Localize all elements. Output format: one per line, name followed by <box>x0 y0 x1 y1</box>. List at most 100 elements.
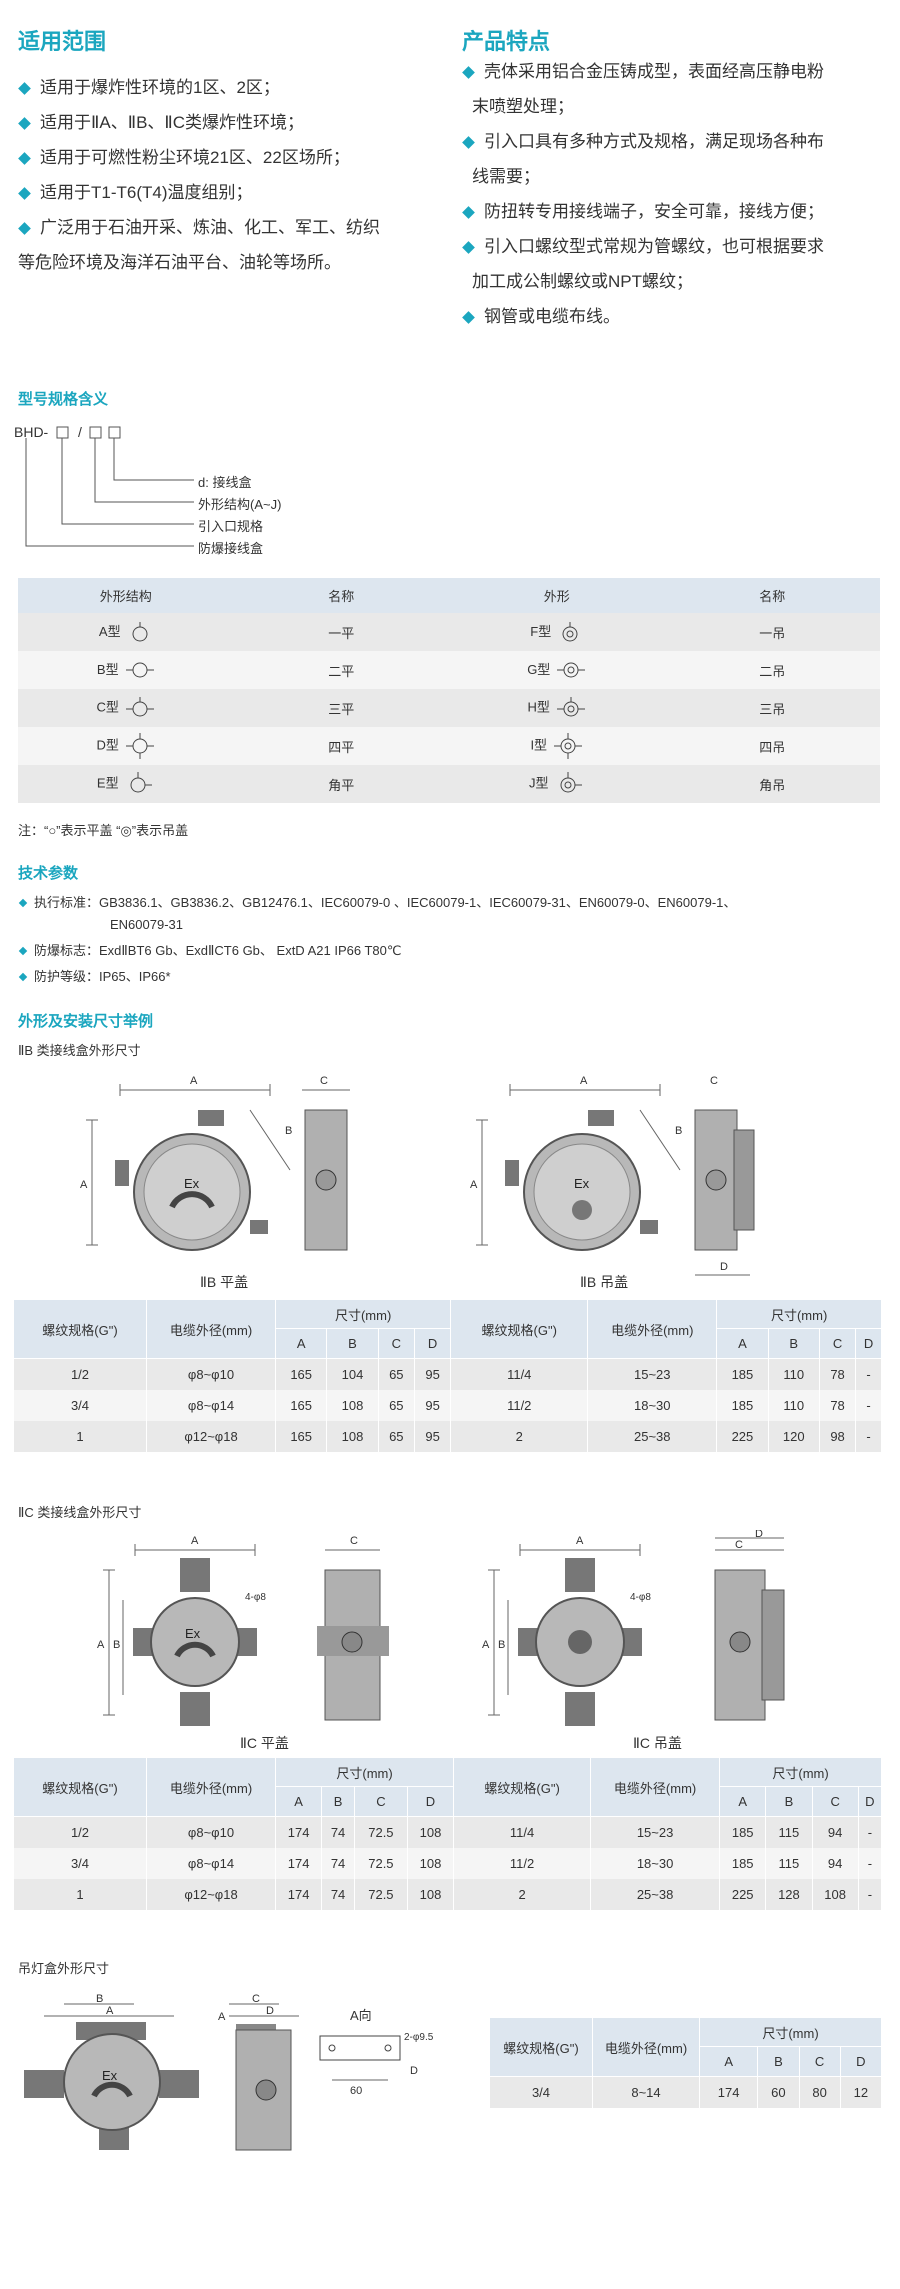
cell: 110 <box>768 1358 820 1390</box>
col-thread: 螺纹规格(G") <box>490 2018 593 2077</box>
type-cell: 角平 <box>233 765 449 803</box>
drawing-ex-label: Ex <box>184 1176 200 1191</box>
feature-item-continued: 加工成公制螺纹或NPT螺纹； <box>472 272 693 291</box>
cell: 74 <box>321 1848 355 1879</box>
drawing-dim-a: A <box>470 1179 478 1191</box>
iic-flat-drawing: Ex A A B 4-φ8 C <box>97 1535 389 1726</box>
type-cell: 四吊 <box>664 727 880 765</box>
cell: 94 <box>812 1816 859 1848</box>
type-cell: C型 <box>96 699 119 715</box>
drawing-dim-c: C <box>350 1535 358 1547</box>
type-cell: 角吊 <box>664 765 880 803</box>
cell: 74 <box>321 1879 355 1910</box>
drawing-dim-c: C <box>710 1075 718 1087</box>
col-cable: 电缆外径(mm) <box>587 1300 718 1359</box>
drawing-dim-b: B <box>113 1639 120 1651</box>
type-header: 名称 <box>664 578 880 613</box>
col-thread: 螺纹规格(G") <box>450 1300 589 1359</box>
cell: φ8~φ10 <box>146 1816 276 1848</box>
cell: 1 <box>14 1421 147 1452</box>
type-note: 注：“○”表示平盖 “◎”表示吊盖 <box>18 823 189 838</box>
cell: - <box>855 1390 882 1421</box>
col-c: C <box>819 1328 857 1359</box>
table-row: E型 角平 J型 角吊 <box>18 765 880 803</box>
scope-item: 广泛用于石油开采、炼油、化工、军工、纺织 <box>18 210 448 245</box>
cell: 108 <box>407 1848 455 1879</box>
cell: 60 <box>757 2076 800 2108</box>
type-cell: 四平 <box>233 727 449 765</box>
cell: 165 <box>275 1358 328 1390</box>
cell: 120 <box>768 1421 820 1452</box>
drawing-hole: 4-φ8 <box>630 1592 651 1603</box>
drawing-dim-a: A <box>106 2005 114 2017</box>
cell: 3/4 <box>14 1848 147 1879</box>
cell: 72.5 <box>354 1879 408 1910</box>
cell: - <box>858 1848 883 1879</box>
cell: 3/4 <box>490 2076 593 2108</box>
col-a: A <box>716 1328 769 1359</box>
hanging-single-icon <box>562 622 578 642</box>
cell: 1 <box>14 1879 147 1910</box>
type-header: 外形结构 <box>18 578 234 613</box>
col-c: C <box>812 1786 859 1817</box>
flat-quad-icon <box>125 733 154 759</box>
cell: 1/2 <box>14 1358 147 1390</box>
tech-item-ip: 防护等级：IP65、IP66* <box>18 966 888 988</box>
table-row: D型 四平 I型 四吊 <box>18 727 880 765</box>
cell: 78 <box>819 1390 857 1421</box>
cell: 174 <box>275 1848 323 1879</box>
model-code-sep: / <box>78 424 82 440</box>
cell: 174 <box>275 1816 323 1848</box>
tech-item-mark: 防爆标志：ExdⅡBT6 Gb、ExdⅡCT6 Gb、 ExtD A21 IP6… <box>18 940 888 962</box>
drawing-dim-c: C <box>735 1539 743 1551</box>
tech-list: 执行标准：GB3836.1、GB3836.2、GB12476.1、IEC6007… <box>18 892 888 988</box>
col-c: C <box>378 1328 415 1359</box>
cell: 174 <box>275 1879 323 1910</box>
col-size: 尺寸(mm) <box>716 1300 882 1329</box>
iib-flat-drawing: Ex A A B C <box>80 1075 350 1251</box>
cell: 108 <box>326 1390 379 1421</box>
type-cell: H型 <box>527 699 550 715</box>
feature-item: 防扭转专用接线端子，安全可靠，接线方便； <box>462 194 892 229</box>
cell: - <box>858 1816 883 1848</box>
feature-item: 引入口螺纹型式常规为管螺纹，也可根据要求 <box>462 229 892 264</box>
feature-item: 壳体采用铝合金压铸成型，表面经高压静电粉 <box>462 54 892 89</box>
col-cable: 电缆外径(mm) <box>590 1758 721 1817</box>
feature-item-continued: 线需要； <box>472 167 540 186</box>
type-cell: G型 <box>527 661 551 677</box>
col-d: D <box>858 1786 883 1817</box>
col-a: A <box>275 1786 323 1817</box>
model-code-lines <box>25 426 194 547</box>
cell: φ8~φ14 <box>146 1390 276 1421</box>
cell: 165 <box>275 1390 328 1421</box>
hanging-double-icon <box>557 662 586 678</box>
feature-item: 钢管或电缆布线。 <box>462 299 892 334</box>
iib-hanging-caption: ⅡB 吊盖 <box>580 1274 629 1290</box>
col-a: A <box>719 1786 767 1817</box>
cell: 11/2 <box>453 1848 592 1879</box>
cell: 12 <box>840 2076 883 2108</box>
col-size: 尺寸(mm) <box>275 1300 452 1329</box>
cell: 11/4 <box>450 1358 589 1390</box>
flat-angle-icon <box>130 772 152 793</box>
cell: 95 <box>414 1421 452 1452</box>
cell: φ8~φ14 <box>146 1848 276 1879</box>
model-label-shape: 外形结构(A~J) <box>198 497 282 512</box>
col-size: 尺寸(mm) <box>275 1758 455 1787</box>
cell: 78 <box>819 1358 857 1390</box>
col-size: 尺寸(mm) <box>719 1758 882 1787</box>
tech-item-continued: EN60079-31 <box>110 917 183 932</box>
hanging-angle-icon <box>560 772 582 793</box>
col-thread: 螺纹规格(G") <box>14 1300 147 1359</box>
type-cell: 一吊 <box>664 613 880 651</box>
model-code-diagram: BHD- / d: 接线盒 外形结构(A~J) 引入口规格 防爆接线盒 <box>14 420 314 570</box>
cell: 185 <box>719 1816 767 1848</box>
cell: 174 <box>699 2076 759 2108</box>
drawing-dim-d: D <box>720 1261 728 1273</box>
model-label-d: d: 接线盒 <box>198 475 252 490</box>
drawing-ex-label: Ex <box>185 1626 201 1641</box>
cell: 74 <box>321 1816 355 1848</box>
cell: φ12~φ18 <box>146 1879 276 1910</box>
